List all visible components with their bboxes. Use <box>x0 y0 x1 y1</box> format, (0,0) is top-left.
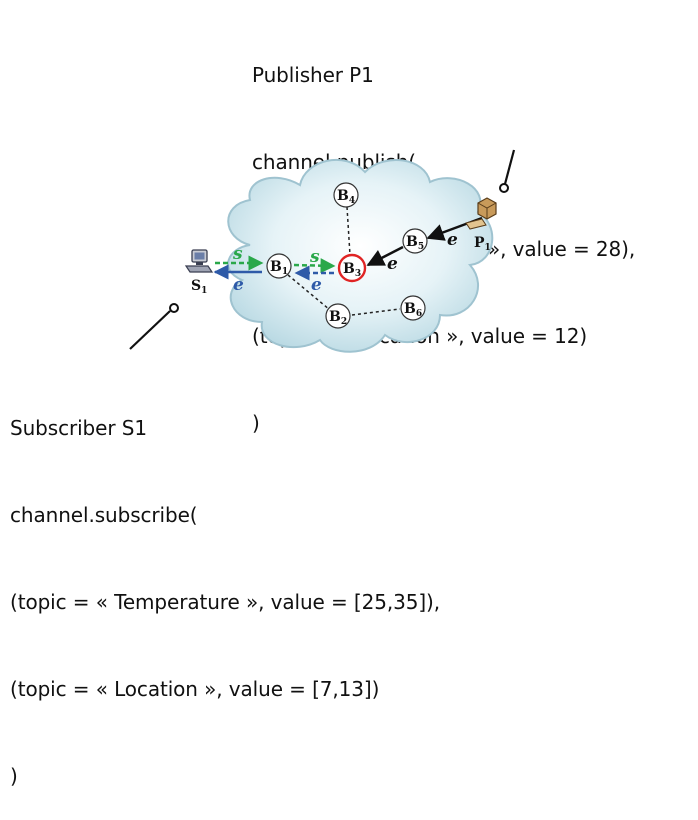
broker-node-b3: B3 <box>337 253 367 283</box>
subscribe-call-close: ) <box>10 764 18 788</box>
network-cloud <box>227 158 494 353</box>
link-b2-b6 <box>351 308 401 316</box>
edge-label-e-b5-b3: e <box>387 254 398 274</box>
broker-node-b6: B6 <box>400 295 426 321</box>
publisher-p1-label: P1 <box>474 235 491 253</box>
edge-label-e-b3-b1: e <box>311 275 322 295</box>
broker-network-diagram: e e s s e e B4 B1 B3 B5 B2 B6 S1 <box>129 149 516 353</box>
package-icon <box>465 197 497 230</box>
broker-node-b1: B1 <box>266 253 292 279</box>
svg-text:B1: B1 <box>270 259 288 277</box>
forward-arrow-b5-b3 <box>366 245 404 267</box>
leader-line-publisher <box>499 149 516 193</box>
subscribe-temperature-arg: (topic = « Temperature », value = [25,35… <box>10 590 441 614</box>
computer-icon <box>184 249 214 273</box>
link-b4-b3 <box>346 206 351 256</box>
svg-text:B3: B3 <box>343 261 361 279</box>
edge-label-e-b1-s1: e <box>233 275 244 295</box>
broker-node-b5: B5 <box>402 228 428 254</box>
subscribe-location-arg: (topic = « Location », value = [7,13]) <box>10 677 380 701</box>
broker-node-b2: B2 <box>325 303 351 329</box>
edge-label-e-p1-b5: e <box>447 230 458 250</box>
publisher-title: Publisher P1 <box>252 63 374 87</box>
subscription-arrow-b1-b3 <box>293 258 336 274</box>
edge-label-s-b1-b3: s <box>309 247 320 267</box>
svg-text:B6: B6 <box>404 301 422 319</box>
broker-links <box>287 206 401 316</box>
subscriber-title: Subscriber S1 <box>10 416 147 440</box>
publish-call-close: ) <box>252 411 260 435</box>
svg-text:B5: B5 <box>406 234 424 252</box>
broker-node-b4: B4 <box>333 182 359 208</box>
edge-label-s-s1-b1: s <box>232 244 243 264</box>
subscriber-s1-label: S1 <box>191 278 207 296</box>
svg-text:B2: B2 <box>329 309 347 327</box>
leader-line-subscriber <box>129 303 179 350</box>
svg-text:B4: B4 <box>337 188 355 206</box>
